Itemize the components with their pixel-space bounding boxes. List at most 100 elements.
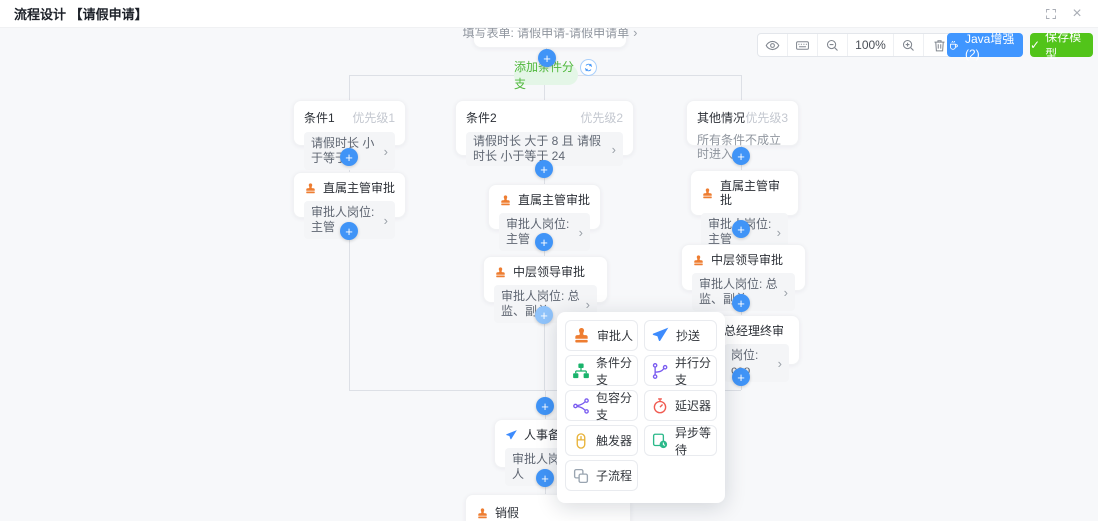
eye-icon [765, 38, 780, 53]
node-setting[interactable]: 审批人岗位: 主管 › [499, 213, 590, 251]
delay-icon [651, 397, 669, 415]
condition-else-description: 所有条件不成立时进入 [697, 133, 782, 161]
approver-icon [692, 254, 705, 267]
connector [544, 75, 545, 100]
node-title: 中层领导审批 [711, 253, 784, 267]
popup-item-label: 异步等待 [675, 425, 712, 457]
approver-icon [572, 326, 591, 345]
node-mid-leader-right[interactable]: 中层领导审批 审批人岗位: 总监、副总 › [681, 244, 806, 311]
popup-item-cc[interactable]: 抄送 [644, 320, 717, 351]
parallel-branch-icon [651, 362, 669, 380]
connector [349, 218, 350, 390]
node-title: 直属主管审批 [720, 179, 781, 207]
subprocess-icon [572, 467, 590, 485]
canvas-toolbar: 100% [757, 33, 955, 57]
chevron-right-icon: › [777, 355, 782, 371]
connector [741, 75, 742, 100]
java-enhance-label: Java增强 (2) [965, 31, 1015, 61]
keyboard-icon [795, 38, 810, 53]
approver-icon [304, 182, 317, 195]
node-approve-supervisor-right[interactable]: 直属主管审批 审批人岗位: 主管 › [690, 170, 799, 251]
check-icon: ✓ [1030, 38, 1041, 52]
node-setting-text: 审批人岗位: 主管 [506, 217, 570, 246]
add-node-button[interactable]: + [536, 397, 554, 415]
add-node-button[interactable]: + [535, 233, 553, 251]
add-condition-branch-button[interactable]: 添加条件分支 [514, 60, 578, 91]
chevron-right-icon: › [383, 212, 388, 228]
condition-expression[interactable]: 请假时长 大于 8 且 请假时长 小于等于 24 › [466, 132, 623, 166]
popup-item-condition-branch[interactable]: 条件分支 [565, 355, 638, 387]
add-node-button[interactable]: + [340, 148, 358, 166]
window-header: 流程设计 【请假申请】 × [0, 0, 1098, 28]
trash-icon [932, 38, 947, 53]
node-condition-else[interactable]: 其他情况 优先级3 所有条件不成立时进入 [686, 100, 799, 161]
add-node-button[interactable]: + [732, 220, 750, 238]
node-mid-leader-mid[interactable]: 中层领导审批 审批人岗位: 总监、副总 › [483, 256, 608, 323]
approver-icon [494, 266, 507, 279]
trigger-icon [572, 432, 590, 450]
add-node-button[interactable]: + [732, 368, 750, 386]
node-condition-2[interactable]: 条件2 优先级2 请假时长 大于 8 且 请假时长 小于等于 24 › [455, 100, 634, 166]
add-node-button[interactable]: + [732, 147, 750, 165]
add-node-button-active[interactable]: + [535, 306, 553, 324]
chevron-right-icon: › [633, 25, 638, 40]
node-title: 中层领导审批 [513, 265, 586, 279]
fullscreen-icon[interactable] [1044, 7, 1058, 21]
chevron-right-icon: › [611, 141, 616, 157]
inclusive-branch-icon [572, 397, 590, 415]
node-approve-supervisor-left[interactable]: 直属主管审批 审批人岗位: 主管 › [293, 172, 406, 239]
chevron-right-icon: › [585, 296, 590, 312]
shortcut-button[interactable] [788, 34, 818, 56]
connector [349, 75, 350, 100]
add-node-button[interactable]: + [340, 222, 358, 240]
java-enhance-button[interactable]: Java增强 (2) [947, 32, 1023, 61]
popup-item-subprocess[interactable]: 子流程 [565, 460, 638, 491]
condition-title: 条件2 [466, 111, 497, 125]
condition-priority: 优先级3 [745, 111, 788, 125]
save-model-label: 保存模型 [1045, 30, 1082, 61]
node-setting-text: 审批人岗位: 主管 [708, 217, 771, 246]
condition-title: 条件1 [304, 111, 335, 125]
approver-icon [476, 507, 489, 520]
popup-item-label: 条件分支 [596, 355, 633, 387]
popup-item-label: 抄送 [676, 329, 701, 343]
node-approve-supervisor-mid[interactable]: 直属主管审批 审批人岗位: 主管 › [488, 184, 601, 251]
popup-item-label: 延迟器 [675, 399, 712, 413]
node-setting-text: 审批人岗位: 主管 [311, 205, 375, 234]
approver-icon [499, 194, 512, 207]
node-title: 销假 [495, 506, 520, 520]
async-wait-icon [651, 432, 669, 450]
node-condition-1[interactable]: 条件1 优先级1 请假时长 小于等于 8 › [293, 100, 406, 170]
add-node-popup: 审批人 抄送 条件分支 并行分支 包容分支 延迟器 触发器 异步等待 [557, 312, 725, 503]
add-node-button[interactable]: + [535, 160, 553, 178]
save-model-button[interactable]: ✓ 保存模型 [1030, 30, 1093, 61]
popup-item-inclusive-branch[interactable]: 包容分支 [565, 390, 638, 422]
popup-item-async-wait[interactable]: 异步等待 [644, 425, 717, 457]
add-node-button[interactable]: + [732, 294, 750, 312]
zoom-in-button[interactable] [894, 34, 924, 56]
node-title: 直属主管审批 [323, 181, 396, 195]
refresh-branch-icon[interactable] [580, 59, 597, 76]
popup-item-label: 包容分支 [596, 390, 633, 422]
zoom-level: 100% [848, 34, 894, 56]
condition-priority: 优先级1 [352, 111, 395, 125]
node-title: 总经理终审 [724, 324, 785, 338]
condition-branch-icon [572, 362, 590, 380]
popup-item-parallel-branch[interactable]: 并行分支 [644, 355, 717, 387]
add-node-button[interactable]: + [536, 469, 554, 487]
popup-item-approver[interactable]: 审批人 [565, 320, 638, 351]
node-title: 直属主管审批 [518, 193, 591, 207]
preview-button[interactable] [758, 34, 788, 56]
add-node-button[interactable]: + [538, 49, 556, 67]
popup-item-trigger[interactable]: 触发器 [565, 425, 638, 456]
start-form-text: 填写表单: 请假申请-请假申请单 [462, 26, 630, 40]
popup-item-label: 子流程 [596, 469, 633, 483]
zoom-out-icon [825, 38, 840, 53]
popup-item-delay[interactable]: 延迟器 [644, 390, 717, 421]
close-icon[interactable]: × [1072, 4, 1082, 22]
node-ceo-final-approve[interactable]: 总经理终审 岗位: ceo › [713, 315, 800, 382]
zoom-out-button[interactable] [818, 34, 848, 56]
chevron-right-icon: › [578, 224, 583, 240]
approver-icon [701, 187, 714, 200]
